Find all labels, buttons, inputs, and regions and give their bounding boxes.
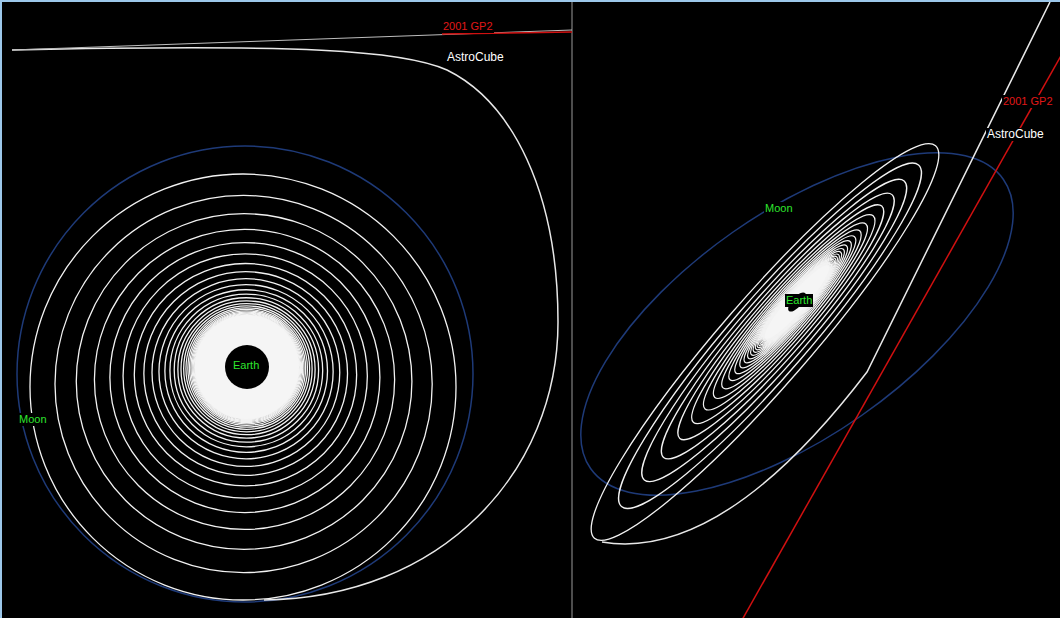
orbit-ring [152,279,340,467]
orbit-ring [701,219,874,410]
orbit-ring [757,260,836,347]
asteroid-path [742,54,1060,618]
orbit-ring [174,298,318,442]
orbit-ring [748,253,841,355]
orbit-ring [561,117,969,567]
orbit-ring [170,294,323,447]
orbit-ring [755,258,837,348]
orbit-ring [592,140,947,532]
orbit-ring [192,313,301,422]
orbit-ring [718,231,862,390]
orbit-ring [619,159,930,502]
orbit-ring [676,201,891,438]
orbit-ring [758,261,834,345]
transfer-trajectory [12,48,558,600]
orbit-ring [193,314,300,421]
orbit-ring [740,247,848,366]
orbit-ring [710,225,867,399]
orbit-ring [731,240,854,375]
orbit-ring [123,254,367,498]
orbit-ring [725,236,857,382]
orbit-ring [94,229,394,529]
moon-label: Moon [18,413,48,426]
earth-label: Earth [232,359,260,372]
orbit-ring [30,174,456,600]
orbit-ring [188,309,306,427]
orbit-ring [165,290,328,453]
orbit-ring [194,315,300,421]
orbit-ring [756,259,836,347]
orbit-ring [159,285,333,459]
orbit-ring [184,306,310,432]
spiral-orbits [561,117,969,567]
spiral-orbits [30,174,456,600]
dense-orbits [759,260,836,344]
orbit-ring [754,257,838,350]
orbit-ring [144,272,348,476]
orbit-ring [660,189,901,456]
orbit-ring [190,311,305,426]
orbit-ring [736,244,850,370]
orbit-ring [195,316,298,419]
orbit-ring [743,249,845,361]
orbit-ring [76,214,412,550]
earth-disc [225,345,269,389]
escape-path [602,2,1050,544]
dense-orbits [195,315,299,419]
orbit-ring [186,308,308,430]
asteroid-label: 2001 GP2 [1002,95,1054,108]
moon-orbit [17,146,473,602]
orbit-ring [55,195,432,572]
moon-orbit [526,88,1060,561]
panel-divider [572,2,573,618]
earth-label: Earth [785,294,813,307]
asteroid-label: 2001 GP2 [442,20,494,33]
orbit-ring [134,263,356,485]
orbit-ring [752,256,838,351]
orbit-ring [181,304,312,435]
moon-label: Moon [764,202,794,215]
spacecraft-label: AstroCube [986,128,1045,141]
orbit-ring [751,255,840,354]
escape-path [12,30,572,50]
orbit-ring [178,301,315,438]
orbit-ring [641,175,914,477]
orbit-ring [758,260,835,345]
orbit-ring [746,252,843,359]
orbit-ring [191,312,303,424]
orbit-ring [195,315,299,419]
orbit-ring [110,243,380,513]
spacecraft-label: AstroCube [446,51,505,64]
